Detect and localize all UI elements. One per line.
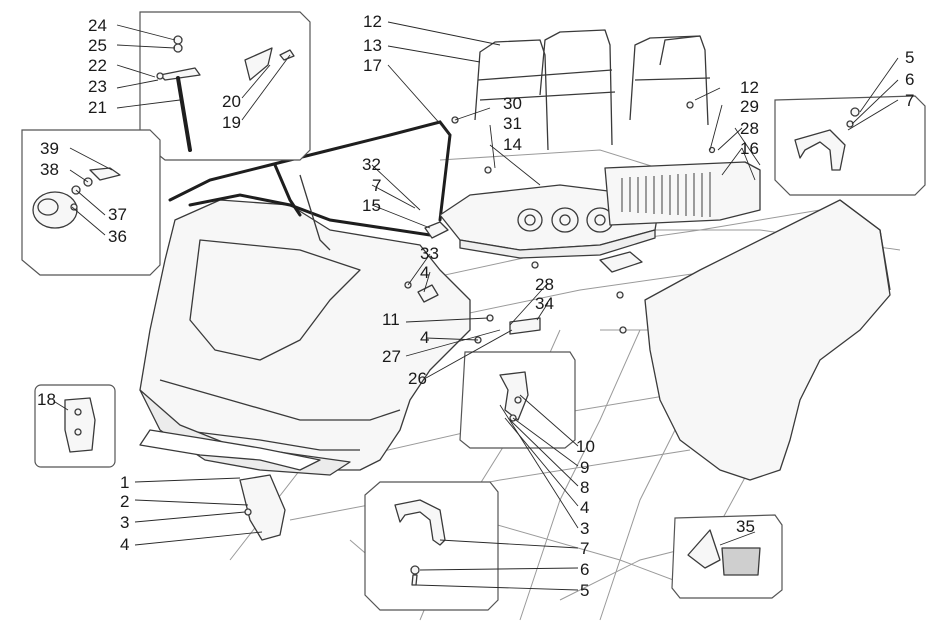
callout-14: 14 [503, 135, 522, 154]
callout-33: 33 [420, 244, 439, 263]
right-fender [644, 199, 891, 481]
callout-1: 1 [120, 473, 129, 492]
callout-4-lower-right: 4 [580, 498, 589, 517]
inset-mirror-arm [139, 11, 311, 161]
callout-28-mid: 28 [535, 275, 554, 294]
callout-12-right: 12 [740, 78, 759, 97]
callout-8: 8 [580, 478, 589, 497]
rear-railings [474, 29, 711, 151]
callout-37: 37 [108, 205, 127, 224]
callout-28-right: 28 [740, 119, 759, 138]
inset-handle-lower [364, 481, 499, 611]
callout-26: 26 [408, 369, 427, 388]
callout-30: 30 [503, 94, 522, 113]
callout-16: 16 [740, 139, 759, 158]
callout-3-left: 3 [120, 513, 129, 532]
inset-door-latch [34, 384, 116, 468]
callout-9: 9 [580, 458, 589, 477]
callout-13: 13 [363, 36, 382, 55]
callout-5-lower: 5 [580, 581, 589, 600]
instrument-panel [439, 184, 661, 259]
callout-19: 19 [222, 113, 241, 132]
callout-39: 39 [40, 139, 59, 158]
callout-7-mid: 7 [372, 176, 381, 195]
callout-27: 27 [382, 347, 401, 366]
grille-panel [604, 161, 761, 226]
callout-36: 36 [108, 227, 127, 246]
callout-23: 23 [88, 77, 107, 96]
callout-5-right: 5 [905, 48, 914, 67]
callout-3-lower-right: 3 [580, 519, 589, 538]
callout-20: 20 [222, 92, 241, 111]
callout-12-top: 12 [363, 12, 382, 31]
inset-hinge-bracket [459, 351, 576, 449]
callout-34: 34 [535, 294, 554, 313]
front-hood-panel [139, 199, 471, 476]
callout-38: 38 [40, 160, 59, 179]
callout-35: 35 [736, 517, 755, 536]
callout-7-right: 7 [905, 91, 914, 110]
callout-25: 25 [88, 36, 107, 55]
inset-handle-upper [774, 95, 926, 196]
callout-11: 11 [382, 310, 400, 329]
callout-31: 31 [503, 114, 522, 133]
callout-2: 2 [120, 492, 129, 511]
callout-32: 32 [362, 155, 381, 174]
leader-lines [54, 21, 899, 591]
lower-bracket [239, 474, 286, 541]
inset-foot-step [671, 514, 783, 599]
callout-21: 21 [88, 98, 107, 117]
callout-labels: 24 25 22 23 21 20 19 39 38 37 36 12 13 1… [37, 12, 914, 600]
callout-7-lower: 7 [580, 539, 589, 558]
callout-15: 15 [362, 196, 381, 215]
callout-4-mid-a: 4 [420, 263, 429, 282]
callout-24: 24 [88, 16, 107, 35]
callout-17: 17 [363, 56, 382, 75]
callout-6-lower: 6 [580, 560, 589, 579]
callout-4-left: 4 [120, 535, 129, 554]
callout-4-mid-b: 4 [420, 328, 429, 347]
callout-10: 10 [576, 437, 595, 456]
callout-22: 22 [88, 56, 107, 75]
callout-18: 18 [37, 390, 56, 409]
callout-29: 29 [740, 97, 759, 116]
callout-6-right: 6 [905, 70, 914, 89]
